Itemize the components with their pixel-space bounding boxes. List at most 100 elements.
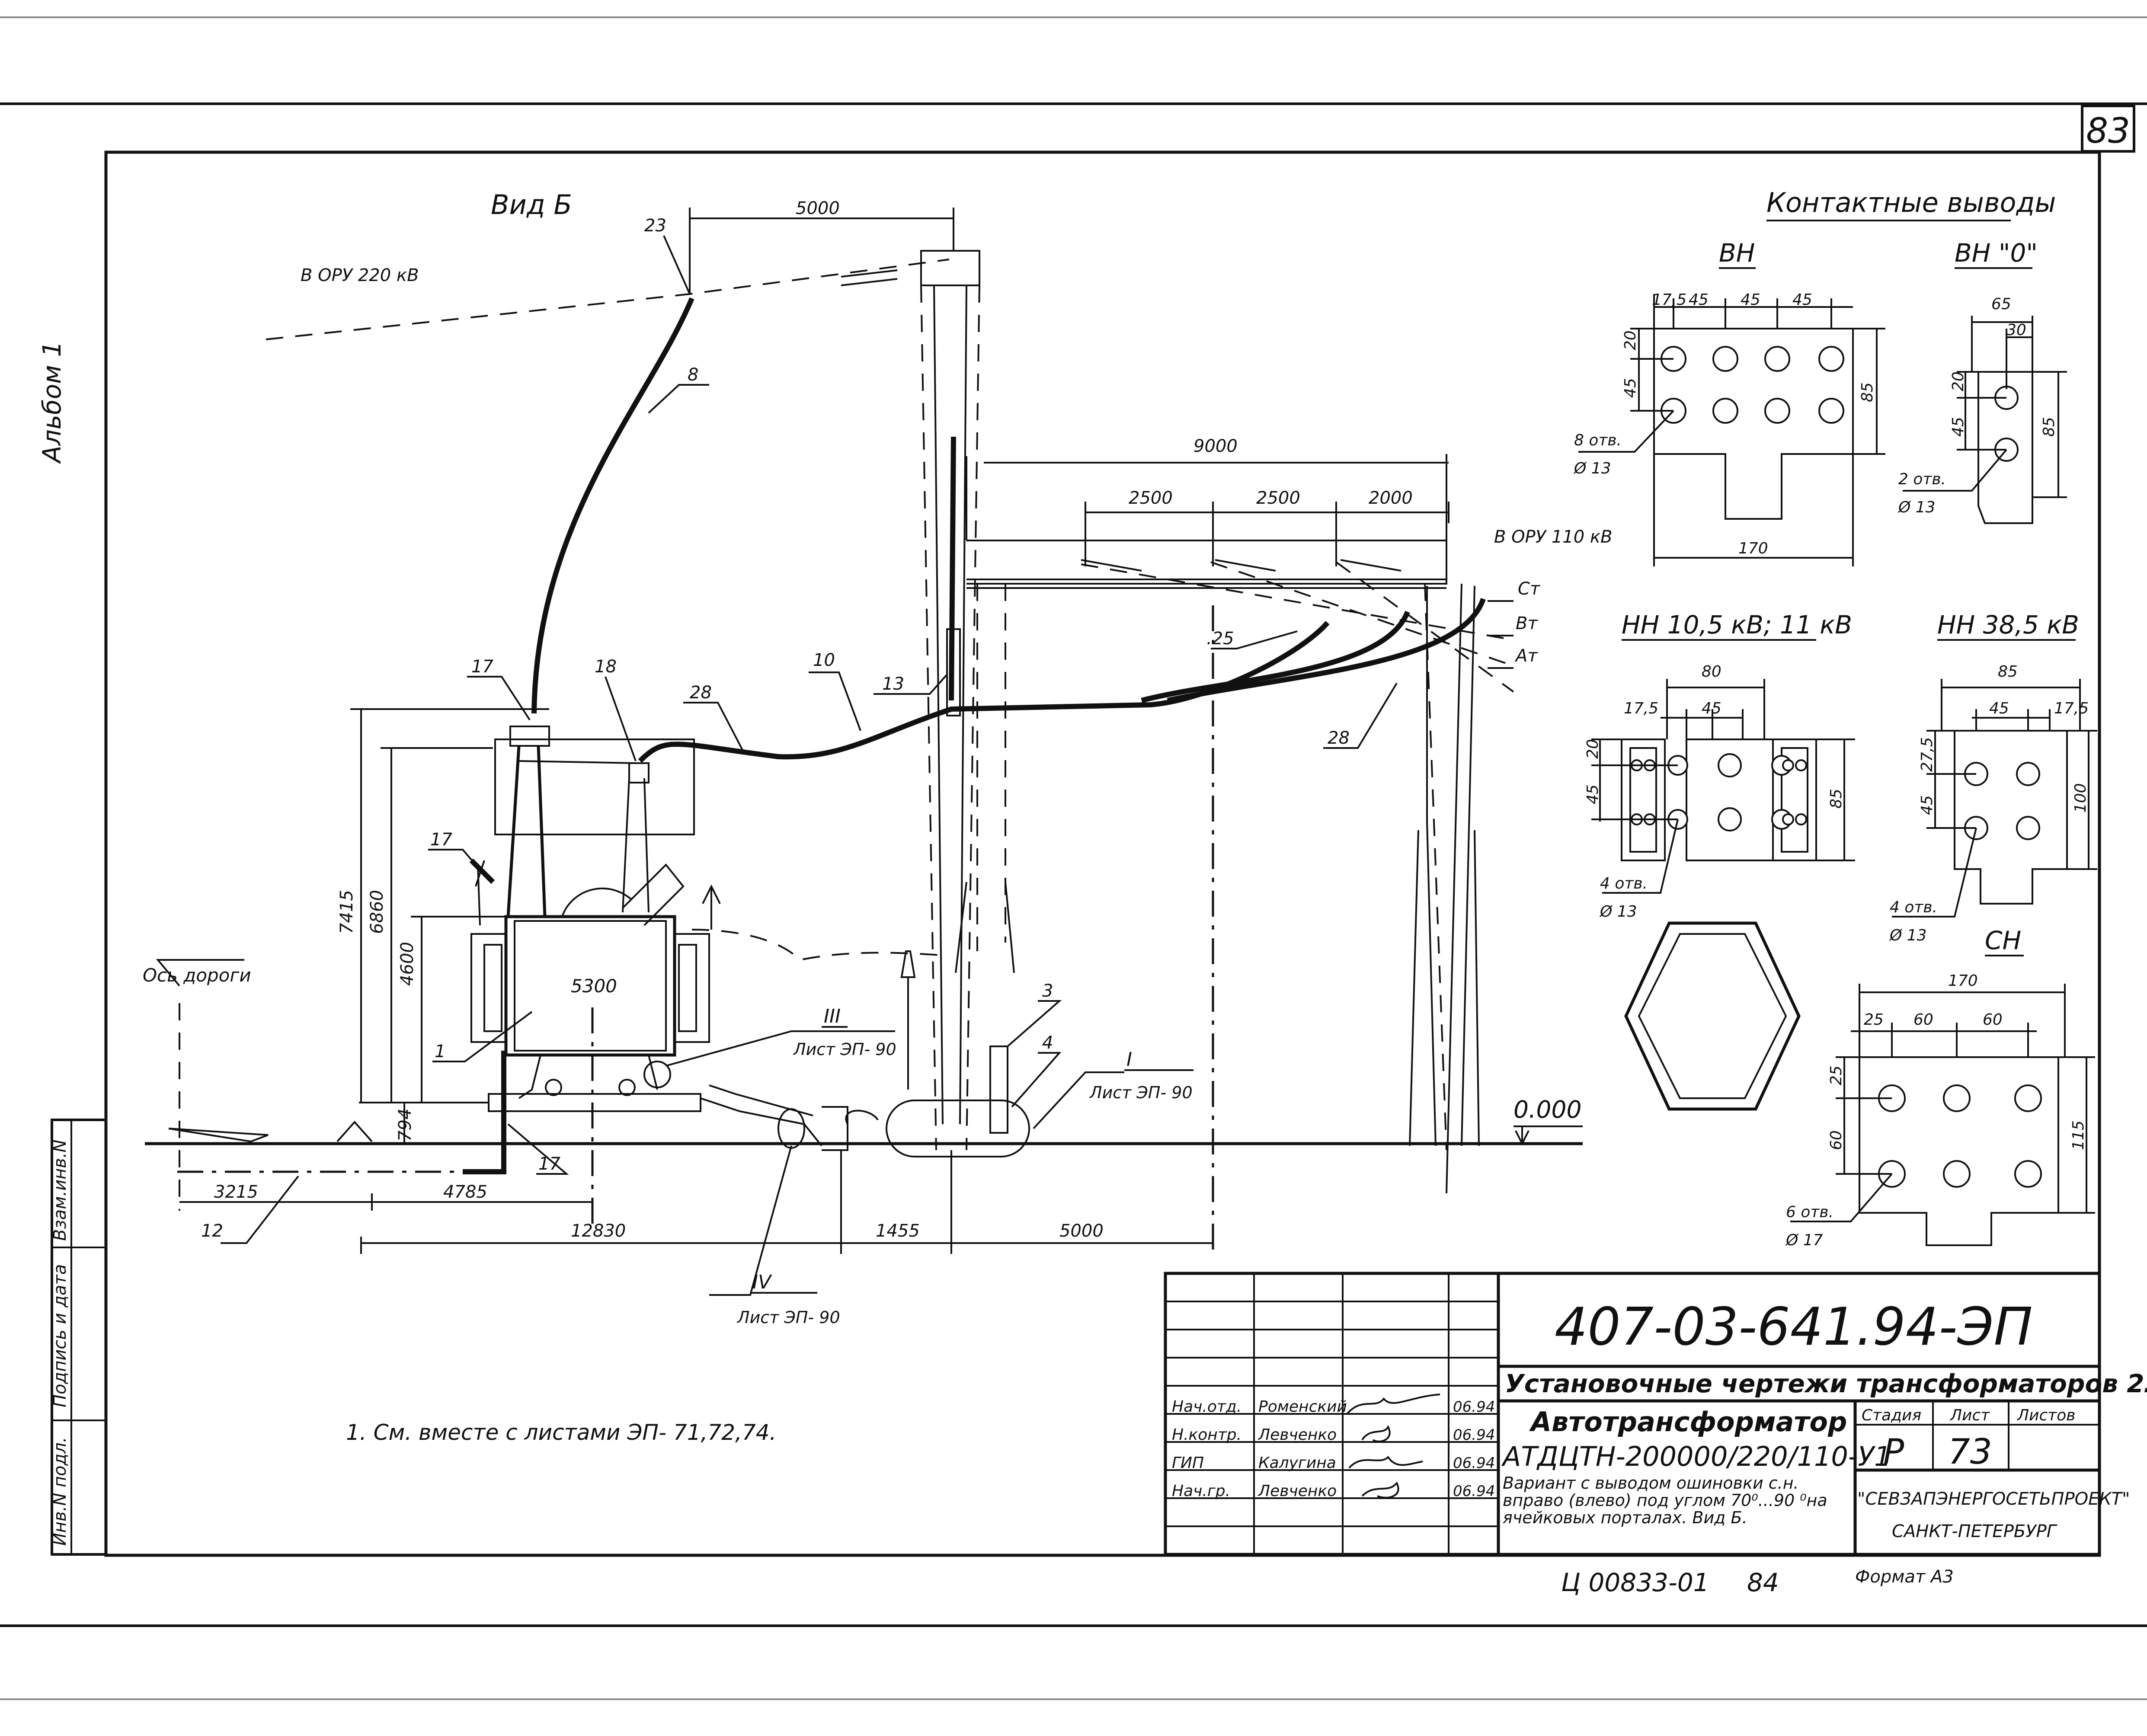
vn0-title: ВН "0" [1955,238,2038,268]
vn-dim-6: 85 [1859,382,1876,402]
level-mark: 0.000 [1513,1096,1581,1123]
sn-holes: 6 отв. [1786,1203,1833,1221]
dim-2500b: 2500 [1256,488,1300,508]
section-III: III [824,1005,841,1027]
nn105-dim-5: 85 [1827,789,1845,809]
transformer [469,726,947,1148]
nn385-dim-1: 45 [1989,700,2009,717]
callout-18: 18 [595,657,617,677]
dim-794: 794 [395,1109,415,1141]
conductor-8 [531,297,694,714]
album-label: Альбом 1 [37,341,67,464]
signer-role-1: Н.контр. [1172,1426,1241,1444]
feed-220-label: В ОРУ 220 кВ [301,265,419,285]
page-number-box [2081,105,2135,153]
nn105-dia: Ø 13 [1599,903,1637,921]
nn385-plate [1954,730,2068,905]
nn385-holes: 4 отв. [1890,898,1937,916]
dim-1455: 1455 [876,1221,920,1241]
side-stamp [51,1119,107,1556]
section-refs: III Лист ЭП- 90 I Лист ЭП- 90 IV Лист ЭП… [666,1005,1193,1327]
road-axis-label: Ось дороги [143,965,251,986]
signature-2 [1348,1455,1423,1469]
section-I: I [1126,1049,1132,1071]
phase-at: Ат [1514,646,1538,666]
vn-dim-3: 45 [1792,291,1812,309]
doc-code: 407-03-641.94-ЭП [1555,1297,2033,1357]
vn-dim-5: 45 [1622,378,1639,398]
nn105-dim-3: 20 [1584,739,1602,759]
vn-dim-1: 45 [1689,291,1709,309]
nn105-holes: 4 отв. [1600,875,1648,892]
dim-4600: 4600 [397,942,417,986]
callout-1: 1 [435,1042,445,1061]
callout-28a: 28 [690,683,712,703]
nn385-dia: Ø 13 [1889,927,1927,944]
inventory-number: Ц 00833-01 [1561,1568,1709,1597]
title-block: 407-03-641.94-ЭП Установочные чертежи тр… [1164,1272,2147,1556]
signer-name-2: Калугина [1258,1454,1336,1472]
callout-25: .25 [1206,629,1234,649]
section-I-sheet: Лист ЭП- 90 [1089,1083,1193,1102]
callout-17a: 17 [471,657,493,677]
signature-1 [1361,1425,1391,1442]
vn0-dim-4: 85 [2040,417,2058,437]
stamp-replace-inv: Взам.инв.N [50,1140,70,1241]
signer-role-2: ГИП [1172,1454,1204,1472]
page-number: 83 [2086,111,2130,151]
vn0-holes: 2 отв. [1898,470,1946,488]
signer-role-3: Нач.гр. [1172,1482,1230,1500]
callout-10: 10 [813,650,835,670]
sn-dim-0: 170 [1948,972,1978,990]
main-view: Вид Б В ОРУ 220 кВ В ОРУ 110 кВ Ст Вт Ат [143,189,1613,1327]
vn0-dim-0: 65 [1991,295,2011,313]
contact-terminals: Контактные выводы ВН 17,5 45 45 45 20 45… [1573,187,2097,1249]
signer-date-0: 06.94 [1453,1398,1495,1416]
portal-220-head [920,250,980,286]
nn105-dim-0: 80 [1702,663,1721,681]
org-city: САНКТ-ПЕТЕРБУРГ [1892,1522,2057,1541]
dim-4785: 4785 [443,1182,487,1202]
sn-dim-4: 25 [1827,1065,1845,1085]
nn105-dim-4: 45 [1584,784,1602,804]
dim-2500a: 2500 [1129,488,1173,508]
item-name-2: АТДЦТН-200000/220/110-У1 [1501,1441,1891,1472]
sn-dim-5: 60 [1827,1130,1845,1150]
phase-vt: Вт [1516,614,1538,633]
vn-dim-7: 170 [1738,540,1768,557]
general-note: 1. См. вместе с листами ЭП- 71,72,74. [346,1420,776,1445]
vn-dim-4: 20 [1622,330,1639,350]
sn-dia: Ø 17 [1785,1231,1823,1249]
callout-28b: 28 [1328,728,1350,748]
nn385-dim-2: 17,5 [2054,700,2089,717]
signer-date-2: 06.94 [1453,1455,1495,1472]
callout-17c: 17 [538,1154,560,1174]
sn-dim-3: 60 [1983,1011,2003,1029]
dim-12830: 12830 [571,1221,626,1241]
conductor-10 [638,621,1330,763]
nn385-dim-0: 85 [1998,663,2018,681]
stamp-original-inv: Инв.N подл. [50,1437,70,1546]
sheet-value: 73 [1948,1432,1992,1472]
item-name-1: Автотрансформатор [1529,1406,1847,1438]
format-label: Формат А3 [1855,1567,1954,1587]
signature-3 [1361,1481,1399,1499]
dim-2000: 2000 [1369,488,1413,508]
phase-st: Ст [1518,579,1541,599]
vn-dia: Ø 13 [1573,460,1611,477]
header-sheets: Листов [2016,1407,2075,1424]
dim-5000-top: 5000 [796,198,840,218]
project-title: Установочные чертежи трансформаторов 220… [1505,1369,2147,1398]
contacts-title: Контактные выводы [1766,187,2056,218]
sn-dim-2: 60 [1913,1011,1933,1029]
vn-title: ВН [1719,238,1755,268]
nn105-dim-2: 45 [1702,700,1721,717]
nn385-dim-4: 45 [1918,795,1936,815]
callout-12: 12 [201,1221,223,1241]
vn-dim-2: 45 [1741,291,1760,309]
section-IV-sheet: Лист ЭП- 90 [736,1308,840,1327]
signer-date-1: 06.94 [1453,1426,1495,1444]
vn-plate [1653,328,1854,520]
header-sheet: Лист [1949,1407,1990,1424]
